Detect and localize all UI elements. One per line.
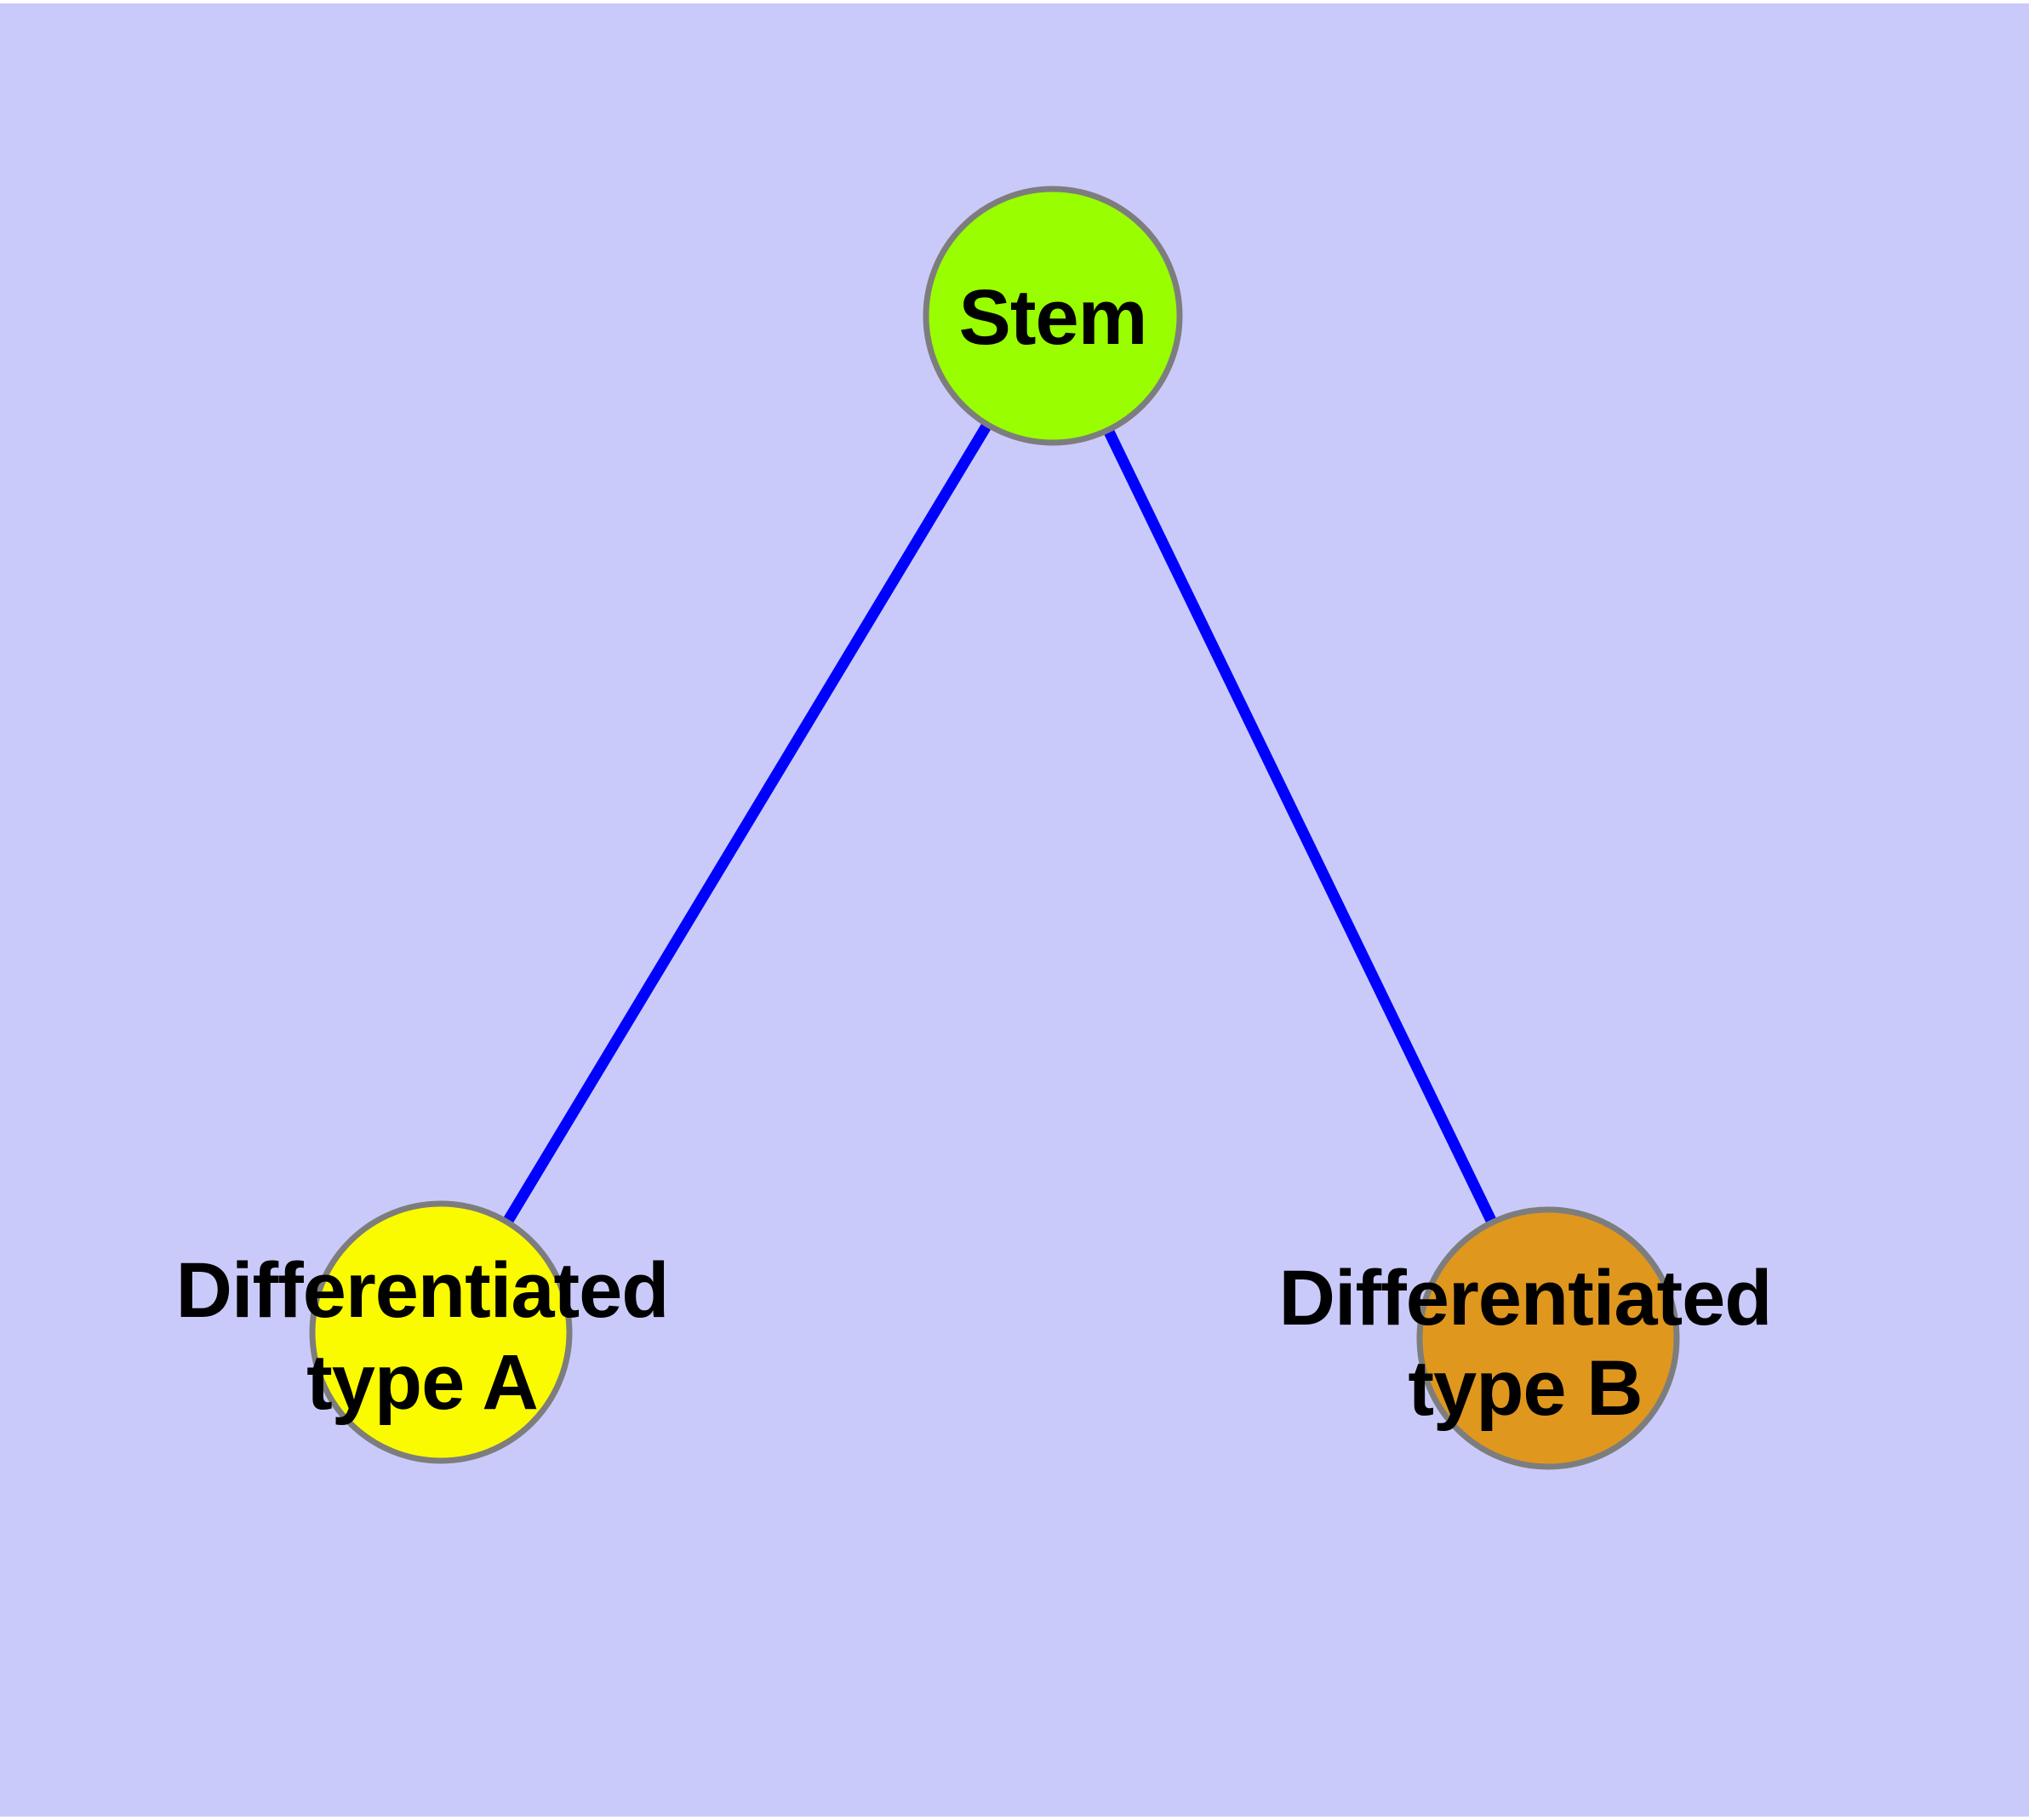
node-stem-circle: [923, 186, 1183, 446]
node-type-b-label-line2: type B: [1408, 1345, 1642, 1432]
node-type-a-circle: [309, 1200, 573, 1464]
edge-stem-to-type-a: [436, 312, 1058, 1336]
node-type-b-label-line1: Differentiated: [1279, 1255, 1772, 1342]
node-type-a-label-line2: type A: [306, 1339, 538, 1426]
node-type-b-circle: [1416, 1206, 1680, 1470]
node-stem-label: Stem: [959, 274, 1147, 361]
node-type-a-label-line1: Differentiated: [176, 1247, 669, 1334]
edge-stem-to-type-b: [1048, 313, 1553, 1341]
